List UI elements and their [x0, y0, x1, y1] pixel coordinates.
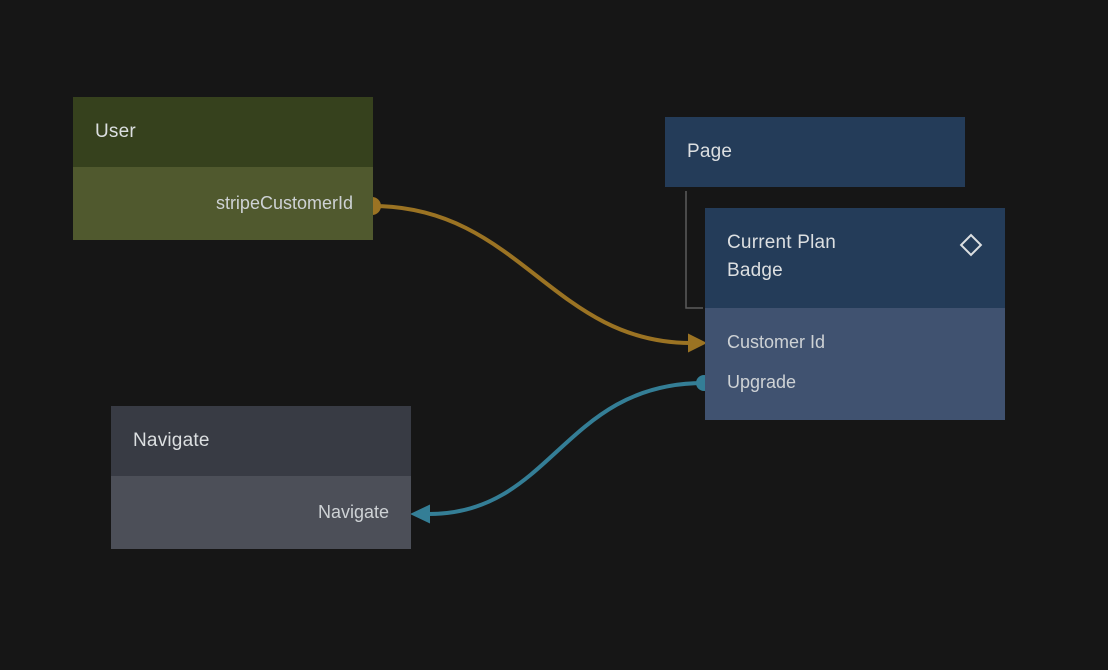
node-user-body: stripeCustomerId [73, 167, 373, 240]
node-navigate[interactable]: Navigate Navigate [111, 406, 411, 549]
node-current-plan-badge-body: Customer Id Upgrade [705, 308, 1005, 420]
node-page-header[interactable]: Page [665, 117, 965, 187]
port-label-upgrade: Upgrade [727, 371, 797, 392]
port-label-customer-id: Customer Id [727, 331, 826, 352]
port-row-customer-id[interactable]: Customer Id [705, 322, 1005, 362]
node-navigate-title: Navigate [133, 430, 210, 451]
edge-stripecustomerid-to-customerid[interactable] [371, 204, 692, 345]
node-user[interactable]: User stripeCustomerId [73, 97, 373, 240]
node-current-plan-badge[interactable]: Current Plan Badge Customer Id Upgrade [705, 208, 1005, 420]
port-label-stripecustomerid: stripeCustomerId [215, 193, 353, 213]
page-child-tree-line [685, 191, 703, 309]
port-row-upgrade[interactable]: Upgrade [705, 362, 1005, 402]
arrowhead-customer-id [688, 333, 707, 353]
edge-upgrade-to-navigate[interactable] [428, 381, 705, 516]
node-navigate-header[interactable]: Navigate [111, 406, 411, 476]
node-page-title: Page [687, 141, 733, 162]
node-current-plan-badge-header[interactable]: Current Plan Badge [705, 208, 1005, 308]
node-current-plan-badge-title: Current Plan Badge [727, 232, 837, 281]
node-user-header[interactable]: User [73, 97, 373, 167]
node-user-title: User [95, 121, 136, 142]
arrowhead-navigate [410, 504, 430, 524]
diamond-icon [959, 233, 983, 257]
node-page[interactable]: Page [665, 117, 965, 187]
port-label-navigate-action: Navigate [317, 502, 389, 522]
port-row-stripecustomerid[interactable]: stripeCustomerId [73, 167, 373, 240]
node-navigate-body: Navigate [111, 476, 411, 549]
port-row-navigate-action[interactable]: Navigate [111, 476, 411, 549]
